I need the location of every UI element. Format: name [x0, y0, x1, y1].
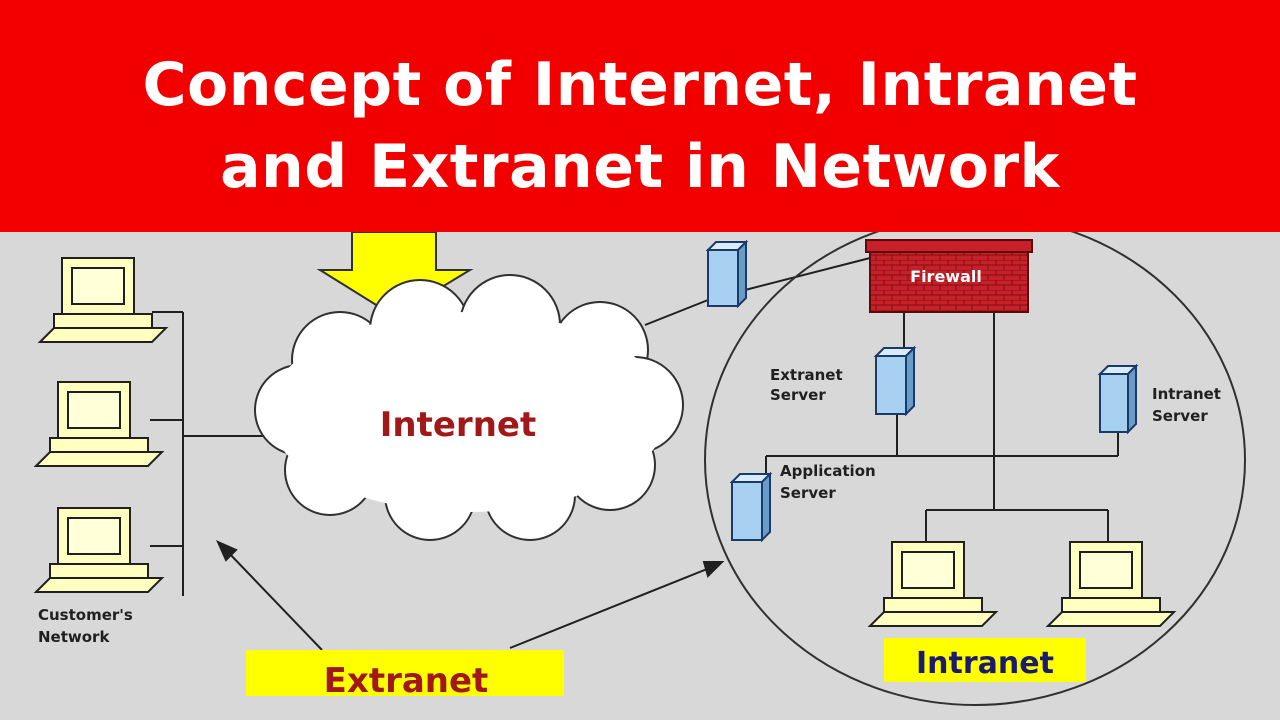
- intranet-server-label-line2: Server: [1152, 407, 1208, 425]
- left-arrowhead-icon: [216, 540, 238, 562]
- intranet-callout-label: Intranet: [916, 646, 1054, 681]
- internet-cloud-core: [268, 312, 668, 512]
- customer-computer-1-icon: [37, 257, 169, 343]
- title-banner: Concept of Internet, Intranet and Extran…: [0, 0, 1280, 232]
- server-to-firewall-link: [744, 257, 871, 291]
- extranet-pointer-arrows: [216, 540, 725, 651]
- extranet-server-icon: [873, 345, 917, 417]
- intranet-computer-1-icon: [867, 541, 999, 627]
- connection-lines: [150, 257, 1119, 596]
- extranet-server-label-line1: Extranet: [770, 366, 843, 384]
- extranet-server-label-line2: Server: [770, 386, 826, 404]
- intranet-callout-box: [884, 638, 1086, 682]
- customers-network-label-line2: Network: [38, 628, 110, 646]
- customers-network-label-line1: Customer's: [38, 606, 133, 624]
- extranet-callout-box: [246, 650, 564, 696]
- internet-label: Internet: [380, 405, 536, 445]
- intranet-server-icon: [1097, 363, 1139, 435]
- right-arrowhead-icon: [702, 561, 725, 578]
- page-title-line-2: and Extranet in Network: [220, 132, 1060, 202]
- customer-computer-3-icon: [33, 507, 165, 593]
- internet-to-server-link: [644, 299, 709, 326]
- extranet-callout-label: Extranet: [324, 661, 489, 701]
- intranet-server-label-line1: Intranet: [1152, 385, 1221, 403]
- intranet-computer-2-icon: [1045, 541, 1177, 627]
- internet-server-icon: [705, 239, 749, 309]
- firewall-label: Firewall: [910, 267, 982, 286]
- firewall-cap: [865, 239, 1033, 253]
- page-title-line-1: Concept of Internet, Intranet: [142, 50, 1138, 120]
- application-server-label-line1: Application: [780, 462, 876, 480]
- customer-computer-2-icon: [33, 381, 165, 467]
- application-server-label-line2: Server: [780, 484, 836, 502]
- application-server-icon: [729, 471, 773, 543]
